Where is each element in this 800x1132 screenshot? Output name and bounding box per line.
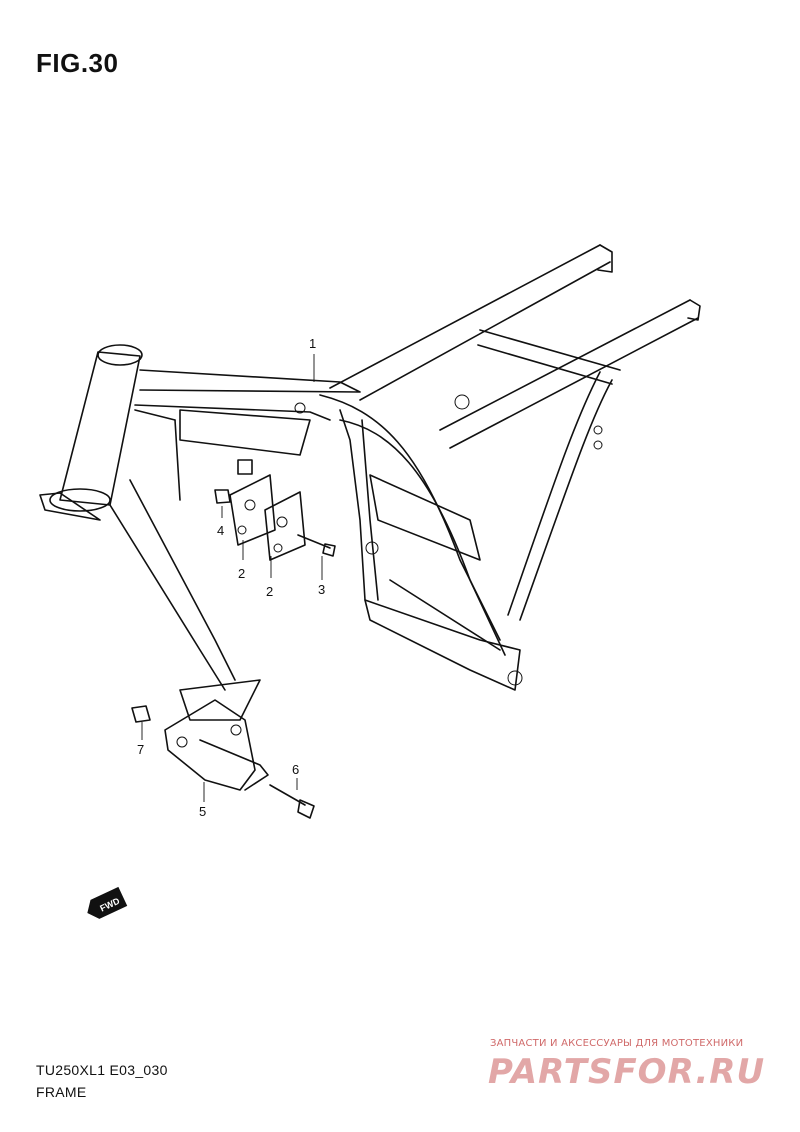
bolt-part-3 — [297, 534, 336, 557]
figure-title: FIG.30 — [36, 48, 119, 78]
lower-bracket-part-5 — [164, 699, 269, 791]
watermark-logo: PARTSFOR.RU — [488, 1052, 766, 1092]
callout-1: 1 — [309, 336, 316, 351]
model-code: TU250XL1 E03_030 — [36, 1062, 168, 1078]
callout-2b: 2 — [266, 584, 273, 599]
callout-3: 3 — [318, 582, 325, 597]
watermark-tagline: ЗАПЧАСТИ И АКСЕССУАРЫ ДЛЯ МОТОТЕХНИКИ — [490, 1038, 744, 1049]
section-name: FRAME — [36, 1084, 87, 1100]
callout-7: 7 — [137, 742, 144, 757]
engine-mounting-bracket-lower — [264, 491, 306, 561]
callout-4: 4 — [217, 523, 224, 538]
nut-part-4 — [214, 459, 253, 504]
main-frame — [39, 244, 701, 721]
engine-mounting-bracket-upper — [229, 474, 276, 546]
callout-2a: 2 — [238, 566, 245, 581]
callout-6: 6 — [292, 762, 299, 777]
bolt-part-6 — [269, 784, 315, 819]
leader-lines — [141, 354, 323, 802]
fwd-arrow-icon: FWD — [87, 886, 128, 919]
callout-5: 5 — [199, 804, 206, 819]
nut-part-7 — [131, 705, 151, 723]
